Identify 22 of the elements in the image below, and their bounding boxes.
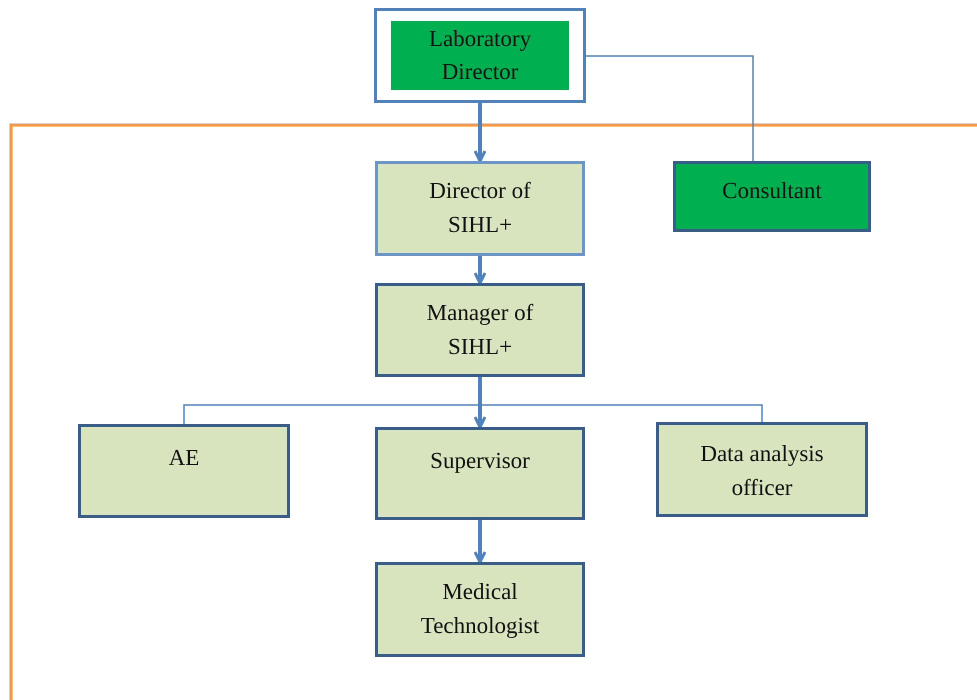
arrow	[474, 520, 486, 564]
role-box	[656, 422, 868, 517]
role-label: Medical Technologist	[420, 578, 540, 640]
role-box	[375, 427, 585, 520]
role-label: Laboratory Director	[391, 21, 569, 90]
role-box	[375, 283, 585, 377]
arrow	[474, 256, 486, 284]
role-box	[78, 424, 290, 518]
role-box	[375, 161, 585, 256]
role-label: Director of SIHL+	[428, 177, 532, 239]
connector-line	[586, 55, 754, 161]
role-label: AE	[168, 444, 200, 472]
role-label: Consultant	[722, 177, 822, 205]
role-label: Data analysis officer	[699, 440, 825, 502]
arrow	[474, 377, 486, 428]
role-box	[673, 161, 871, 232]
role-label: Supervisor	[430, 447, 530, 475]
role-label: Manager of SIHL+	[426, 299, 534, 361]
connector-line	[479, 377, 763, 422]
arrow	[474, 103, 486, 162]
role-box	[374, 8, 586, 103]
role-box	[375, 562, 585, 657]
